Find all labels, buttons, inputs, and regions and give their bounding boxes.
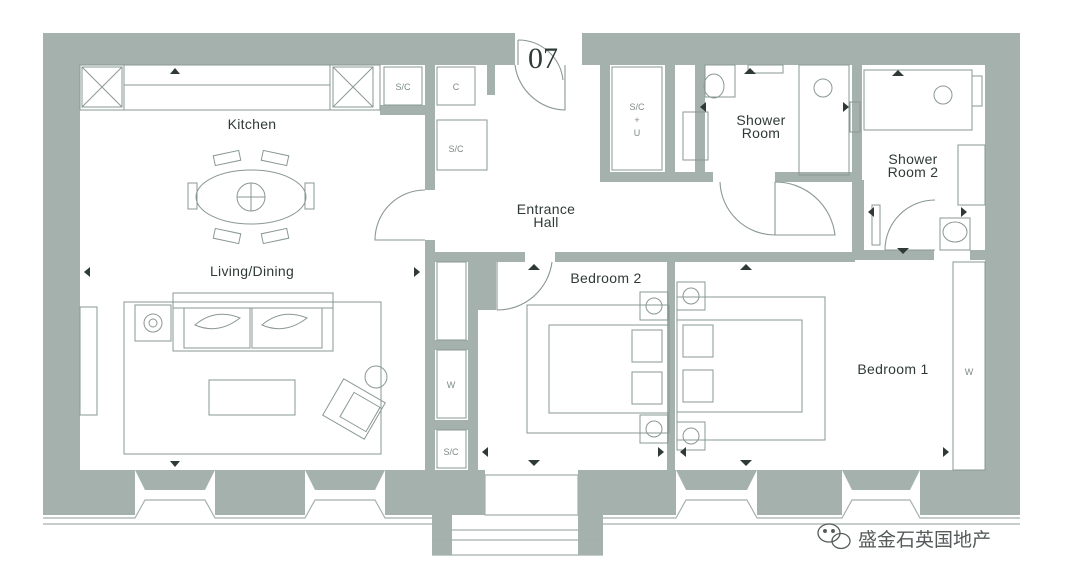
arrow-left-icon [680,447,686,457]
arrow-down-icon [897,248,909,254]
arrow-down-icon [170,461,180,467]
arrow-up-icon [744,68,756,74]
arrow-left-icon [868,207,874,217]
arrow-right-icon [961,207,967,217]
room-label-bedroom-2: Bedroom 2 [570,270,641,286]
room-label-shower-room2-line1: Shower [888,151,937,167]
storage-label-w: W [965,367,974,377]
storage-label-sc: S/C [443,447,459,457]
arrow-left-icon [700,102,706,112]
arrow-down-icon [528,460,540,466]
arrow-left-icon [482,447,488,457]
fixtures [79,64,986,471]
room-label-shower-room-line1: Shower [736,112,785,128]
arrow-right-icon [943,447,949,457]
arrow-left-icon [84,267,90,277]
arrow-right-icon [843,102,849,112]
storage-label-sc: S/C [448,144,464,154]
outer-walls [43,33,1020,555]
arrow-right-icon [658,447,664,457]
storage-label-sc-u-line3: U [634,128,641,138]
room-label-living-dining: Living/Dining [210,263,294,279]
room-label-bedroom-1: Bedroom 1 [857,361,928,377]
watermark-text: 盛金石英国地产 [858,529,991,551]
storage-label-w: W [447,380,456,390]
storage-label-sc: S/C [395,82,411,92]
arrow-up-icon [528,264,540,270]
arrow-markers [84,68,967,467]
watermark: 盛金石英国地产 [817,523,991,551]
arrow-up-icon [892,70,904,76]
arrow-up-icon [170,68,180,74]
door-swings [374,39,936,311]
room-label-entrance-hall-line1: Entrance [517,201,575,217]
room-label-entrance-hall-line2: Hall [533,214,558,230]
room-label-shower-room2-line2: Room 2 [888,164,939,180]
bay-window-lines [43,474,1020,556]
room-label-kitchen: Kitchen [228,116,277,132]
storage-label-c: C [453,82,460,92]
storage-label-sc-u-line1: S/C [629,102,645,112]
unit-number: 07 [528,42,558,75]
arrow-up-icon [740,264,752,270]
storage-label-sc-u-line2: + [634,115,639,125]
arrow-down-icon [740,460,752,466]
wechat-icon [817,523,851,550]
room-label-shower-room-line2: Room [742,125,781,141]
arrow-right-icon [414,267,420,277]
interior-walls [380,65,985,470]
